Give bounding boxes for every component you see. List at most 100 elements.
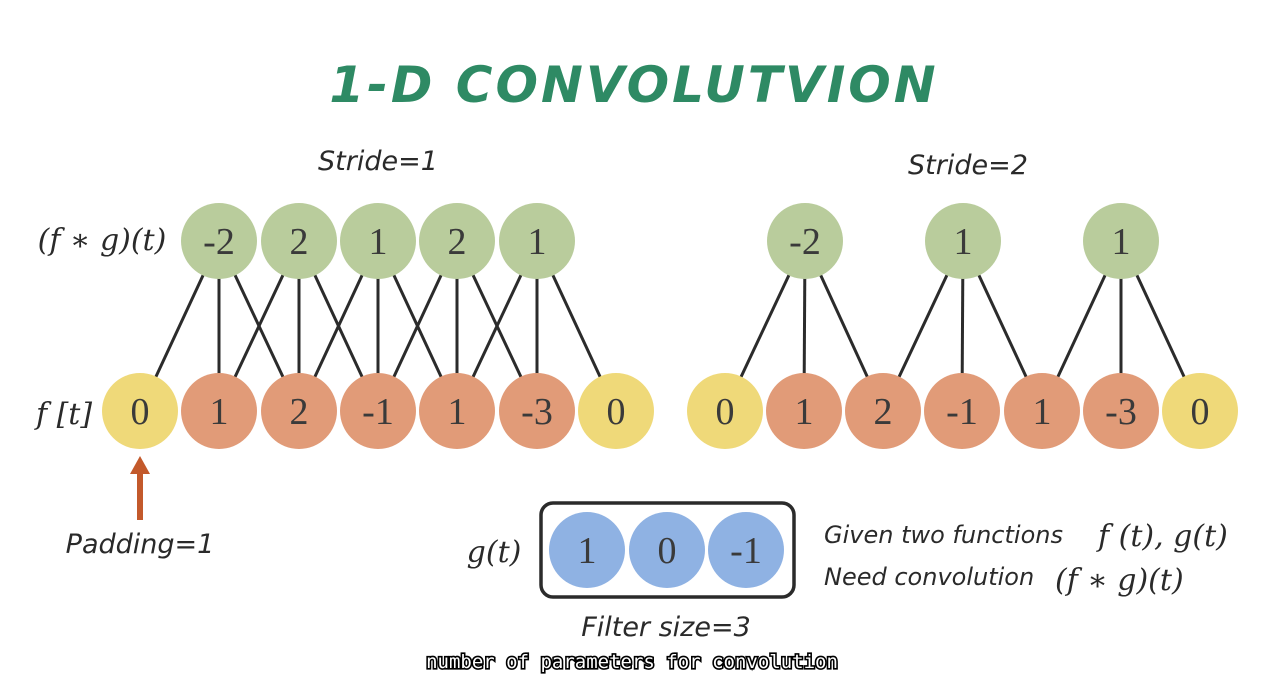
left-padding-node-circle	[578, 373, 654, 449]
right-input-node-value: 1	[1033, 391, 1052, 433]
left-output-node-value: 2	[290, 221, 309, 263]
left-input-node-value: -1	[362, 391, 394, 433]
right-input-nodes: 0 1 2 -1 1 -3 0	[687, 373, 1238, 449]
left-padding-node-value: 0	[607, 391, 626, 433]
filter-node-circle	[629, 512, 705, 588]
stride-2-label: Stride=2	[908, 150, 1028, 181]
left-output-node-circle	[340, 203, 416, 279]
notes-line-1-text: Given two functions	[824, 521, 1063, 549]
output-row-label: (f ∗ g)(t)	[38, 223, 167, 258]
right-output-nodes: -2 1 1	[767, 203, 1159, 279]
left-input-node-value: 1	[448, 391, 467, 433]
filter-node-value: -1	[730, 530, 762, 572]
right-input-node: -3	[1083, 373, 1159, 449]
right-input-node-value: 1	[795, 391, 814, 433]
padding-label: Padding=1	[66, 529, 215, 560]
left-input-node: 1	[181, 373, 257, 449]
right-input-node-circle	[924, 373, 1000, 449]
right-input-node-value: 2	[874, 391, 893, 433]
right-input-node: 1	[766, 373, 842, 449]
left-output-node-circle	[261, 203, 337, 279]
left-output-node-circle	[499, 203, 575, 279]
right-input-node-circle	[845, 373, 921, 449]
right-output-node: -2	[767, 203, 843, 279]
left-padding-node-circle	[102, 373, 178, 449]
right-output-node-value: -2	[789, 221, 821, 263]
left-input-node-value: -3	[521, 391, 553, 433]
filter-size-label: Filter size=3	[581, 612, 751, 643]
right-input-node-value: -1	[946, 391, 978, 433]
left-output-node-circle	[419, 203, 495, 279]
left-input-nodes: 0 1 2 -1 1 -3 0	[102, 373, 654, 449]
notes-line-2-text: Need convolution	[824, 563, 1034, 591]
notes-line-2-math: (f ∗ g)(t)	[1055, 563, 1184, 598]
left-output-node: -2	[181, 203, 257, 279]
right-output-node-value: 1	[1112, 221, 1131, 263]
left-input-node: -3	[499, 373, 575, 449]
right-output-node-value: 1	[954, 221, 973, 263]
right-panel: Stride=2 -2 1 1 0 1 2 -1 1 -3 0	[687, 150, 1238, 449]
filter-node-circle	[549, 512, 625, 588]
right-input-node-circle	[1004, 373, 1080, 449]
right-output-node: 1	[925, 203, 1001, 279]
left-output-node-value: 2	[448, 221, 467, 263]
filter-node-value: 1	[578, 530, 597, 572]
left-output-node-value: -2	[203, 221, 235, 263]
left-input-node-circle	[181, 373, 257, 449]
input-row-label: f [t]	[34, 397, 92, 432]
left-output-node-circle	[181, 203, 257, 279]
left-output-node: 2	[261, 203, 337, 279]
padding-arrow	[130, 456, 150, 520]
right-output-node-circle	[1083, 203, 1159, 279]
left-input-node-circle	[499, 373, 575, 449]
left-output-nodes: -2 2 1 2 1	[181, 203, 575, 279]
left-input-node: 1	[419, 373, 495, 449]
right-input-node-value: -3	[1105, 391, 1137, 433]
left-output-node-value: 1	[369, 221, 388, 263]
video-caption: number of parameters for convolution	[426, 651, 838, 673]
right-padding-node-circle	[687, 373, 763, 449]
right-padding-node-circle	[1162, 373, 1238, 449]
left-input-node-value: 2	[290, 391, 309, 433]
filter-node: 0	[629, 512, 705, 588]
stride-1-label: Stride=1	[318, 146, 438, 177]
filter-section: g(t) 1 0 -1 Filter size=3	[467, 501, 796, 643]
filter-nodes: 1 0 -1	[549, 512, 784, 588]
right-input-node: -1	[924, 373, 1000, 449]
right-padding-node-value: 0	[716, 391, 735, 433]
left-output-node: 1	[340, 203, 416, 279]
left-input-node: -1	[340, 373, 416, 449]
filter-node-value: 0	[658, 530, 677, 572]
diagram-title: 1-D CONVOLUTVION	[329, 56, 938, 114]
left-output-node: 1	[499, 203, 575, 279]
right-padding-node-value: 0	[1191, 391, 1210, 433]
left-padding-node-value: 0	[131, 391, 150, 433]
filter-node-circle	[708, 512, 784, 588]
filter-node: 1	[549, 512, 625, 588]
filter-node: -1	[708, 512, 784, 588]
right-padding-node: 0	[1162, 373, 1238, 449]
left-output-node-value: 1	[528, 221, 547, 263]
filter-box	[539, 501, 796, 599]
filter-label: g(t)	[467, 535, 522, 570]
left-input-node-circle	[261, 373, 337, 449]
left-input-node-value: 1	[210, 391, 229, 433]
left-input-node-circle	[419, 373, 495, 449]
left-padding-node: 0	[578, 373, 654, 449]
right-input-node-circle	[766, 373, 842, 449]
right-input-node: 1	[1004, 373, 1080, 449]
right-input-node-circle	[1083, 373, 1159, 449]
left-padding-node: 0	[102, 373, 178, 449]
right-input-node: 2	[845, 373, 921, 449]
right-output-node-circle	[925, 203, 1001, 279]
right-output-node: 1	[1083, 203, 1159, 279]
left-output-node: 2	[419, 203, 495, 279]
right-padding-node: 0	[687, 373, 763, 449]
left-input-node: 2	[261, 373, 337, 449]
notes: Given two functions f (t), g(t) Need con…	[824, 519, 1228, 598]
left-input-node-circle	[340, 373, 416, 449]
right-output-node-circle	[767, 203, 843, 279]
notes-line-1-math: f (t), g(t)	[1096, 519, 1228, 554]
